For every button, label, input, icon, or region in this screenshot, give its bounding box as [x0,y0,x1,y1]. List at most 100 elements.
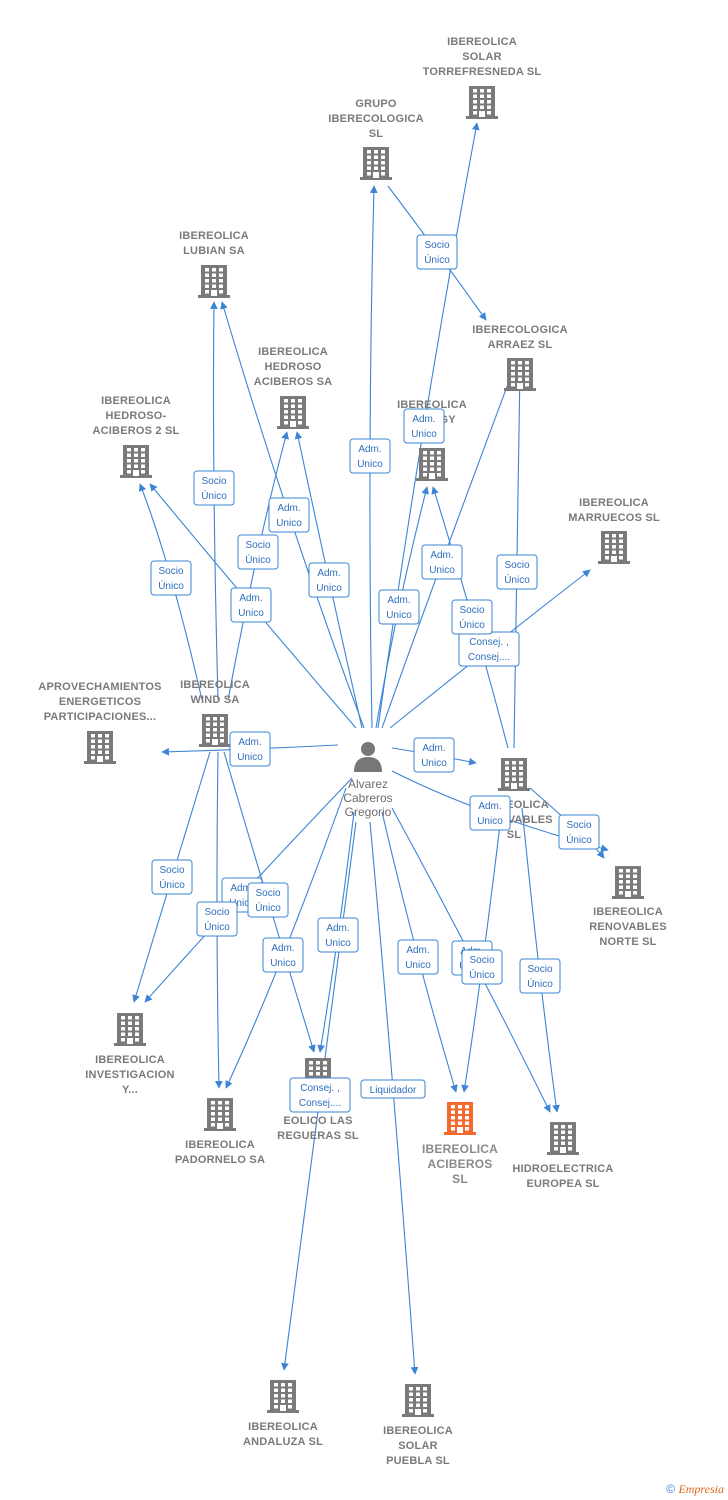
edge-label-p-marruecos[interactable]: Consej. ,Consej.... [458,631,520,667]
company-name-line: LUBIAN SA [183,245,245,257]
building-window [121,1032,125,1036]
building-icon-solar_torre[interactable] [466,86,498,119]
building-icon-wind[interactable] [199,714,231,747]
building-icon-energy[interactable] [416,448,448,481]
edge-label-p-grupo[interactable]: Adm.Unico [349,438,391,474]
building-icon-renovables[interactable] [498,758,530,791]
building-window [480,105,484,109]
edge-label-p-renov_norte[interactable]: Adm.Unico [469,795,511,831]
building-base [466,116,498,119]
building-icon-aprovech[interactable] [84,731,116,764]
edge-label-text: Adm. [430,550,453,561]
building-window [284,410,288,414]
building-icon-grupo[interactable] [360,147,392,180]
building-window [225,1106,229,1110]
building-window [423,451,427,455]
building-icon-solar_puebla[interactable] [402,1384,434,1417]
building-icon-hedroso[interactable] [277,396,309,429]
building-window [127,470,131,474]
building-window [205,273,209,277]
building-window [416,1403,420,1407]
building-icon-hidro[interactable] [547,1122,579,1155]
building-icon-aciberos[interactable] [444,1102,476,1135]
building-window [423,462,427,466]
edge-label-p-solar_torre[interactable]: Adm.Unico [403,408,445,444]
building-icon-arraez[interactable] [504,358,536,391]
building-icon-hedroso2[interactable] [120,445,152,478]
edge-label-text: Unico [316,583,342,594]
building-window [141,453,145,457]
edge-label-p-regueras[interactable]: Adm.Unico [317,917,359,953]
edge-label-p-hedroso2[interactable]: Adm.Unico [230,587,272,623]
edge-label-p-andaluza[interactable]: Consej. ,Consej.... [289,1077,351,1113]
company-name-line: IBEREOLICA [593,906,663,918]
building-window [225,1101,229,1105]
brand-logo[interactable]: Empresia [678,1482,724,1496]
building-icon-investig[interactable] [114,1013,146,1046]
company-node-aprovech[interactable]: APROVECHAMIENTOSENERGETICOSPARTICIPACION… [38,681,162,764]
company-node-investig[interactable]: IBEREOLICAINVESTIGACIONY... [85,1013,174,1096]
building-window [288,1388,292,1392]
edge-label-text: Socio [504,560,529,571]
person-icon[interactable] [354,742,382,772]
building-window [518,366,522,370]
building-window [213,728,217,732]
building-window [465,1116,469,1120]
building-window [519,783,523,787]
building-window [135,1021,139,1025]
edge-label-text: Unico [405,960,431,971]
building-icon-lubian[interactable] [198,265,230,298]
building-icon-marruecos[interactable] [598,531,630,564]
edge-label-text: Adm. [230,883,253,894]
building-window [619,556,623,560]
building-window [91,750,95,754]
company-name-line: IBEREOLICA [101,395,171,407]
building-window [633,869,637,873]
building-window [225,1112,229,1116]
edge-label-text: Socio [255,888,280,899]
edge-label-text: Adm. [478,801,501,812]
building-icon-renov_norte[interactable] [612,866,644,899]
building-window [127,464,131,468]
edge-label-p-arraez[interactable]: Adm.Unico [421,544,463,580]
edge-label-p-renovables[interactable]: Adm.Unico [413,737,455,773]
edge-label-p-energy[interactable]: Adm.Unico [378,589,420,625]
building-icon-andaluza[interactable] [267,1380,299,1413]
edge-label-p-lubian[interactable]: Adm.Unico [268,497,310,533]
edge-label-p-solar_puebla[interactable]: Liquidador [360,1079,426,1099]
building-icon-padornelo[interactable] [204,1098,236,1131]
edge-label-p-aciberos[interactable]: Adm.Unico [397,939,439,975]
edge-label-p-padornelo[interactable]: Adm.Unico [262,937,304,973]
edge-label-p-hedroso[interactable]: Adm.Unico [308,562,350,598]
edge-label-p-aprovech[interactable]: Adm.Unico [229,731,271,767]
building-window [423,1403,427,1407]
edge-label-text: Unico [357,459,383,470]
